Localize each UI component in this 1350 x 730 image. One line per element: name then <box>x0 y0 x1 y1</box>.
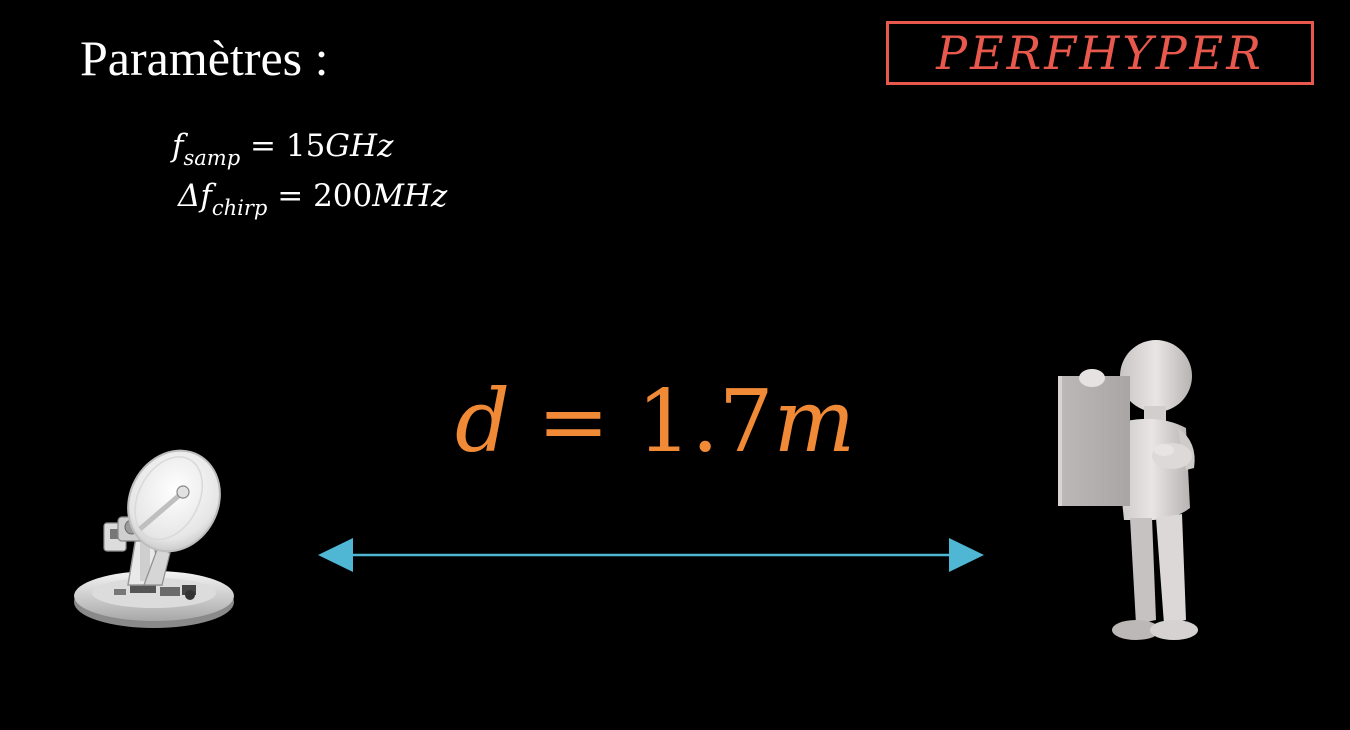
param-symbol: f <box>172 128 184 164</box>
parameter-chirp-bandwidth: Δfchirp = 200MHz <box>178 178 448 219</box>
distance-equation: d = 1.7m <box>455 372 855 472</box>
param-unit: MHz <box>372 178 448 214</box>
param-relation: = <box>277 178 304 214</box>
param-number: 200 <box>313 178 373 214</box>
distance-unit: m <box>773 372 856 472</box>
distance-variable: d <box>455 372 511 472</box>
distance-arrow <box>318 537 986 573</box>
logo-text: PERFHYPER <box>936 26 1264 80</box>
param-number: 15 <box>285 128 326 164</box>
param-symbol: Δf <box>178 178 212 214</box>
param-subscript: chirp <box>211 196 268 220</box>
satellite-dish-icon <box>70 445 240 635</box>
distance-value: 1.7 <box>636 372 774 472</box>
parameter-sampling-frequency: fsamp = 15GHz <box>172 128 394 169</box>
distance-relation: = <box>537 372 610 472</box>
param-subscript: samp <box>183 146 241 170</box>
person-holding-sign-icon <box>1052 338 1202 642</box>
perfhyper-logo: PERFHYPER <box>886 21 1314 85</box>
param-relation: = <box>250 128 276 164</box>
param-unit: GHz <box>325 128 394 164</box>
slide-title: Paramètres : <box>80 30 329 86</box>
